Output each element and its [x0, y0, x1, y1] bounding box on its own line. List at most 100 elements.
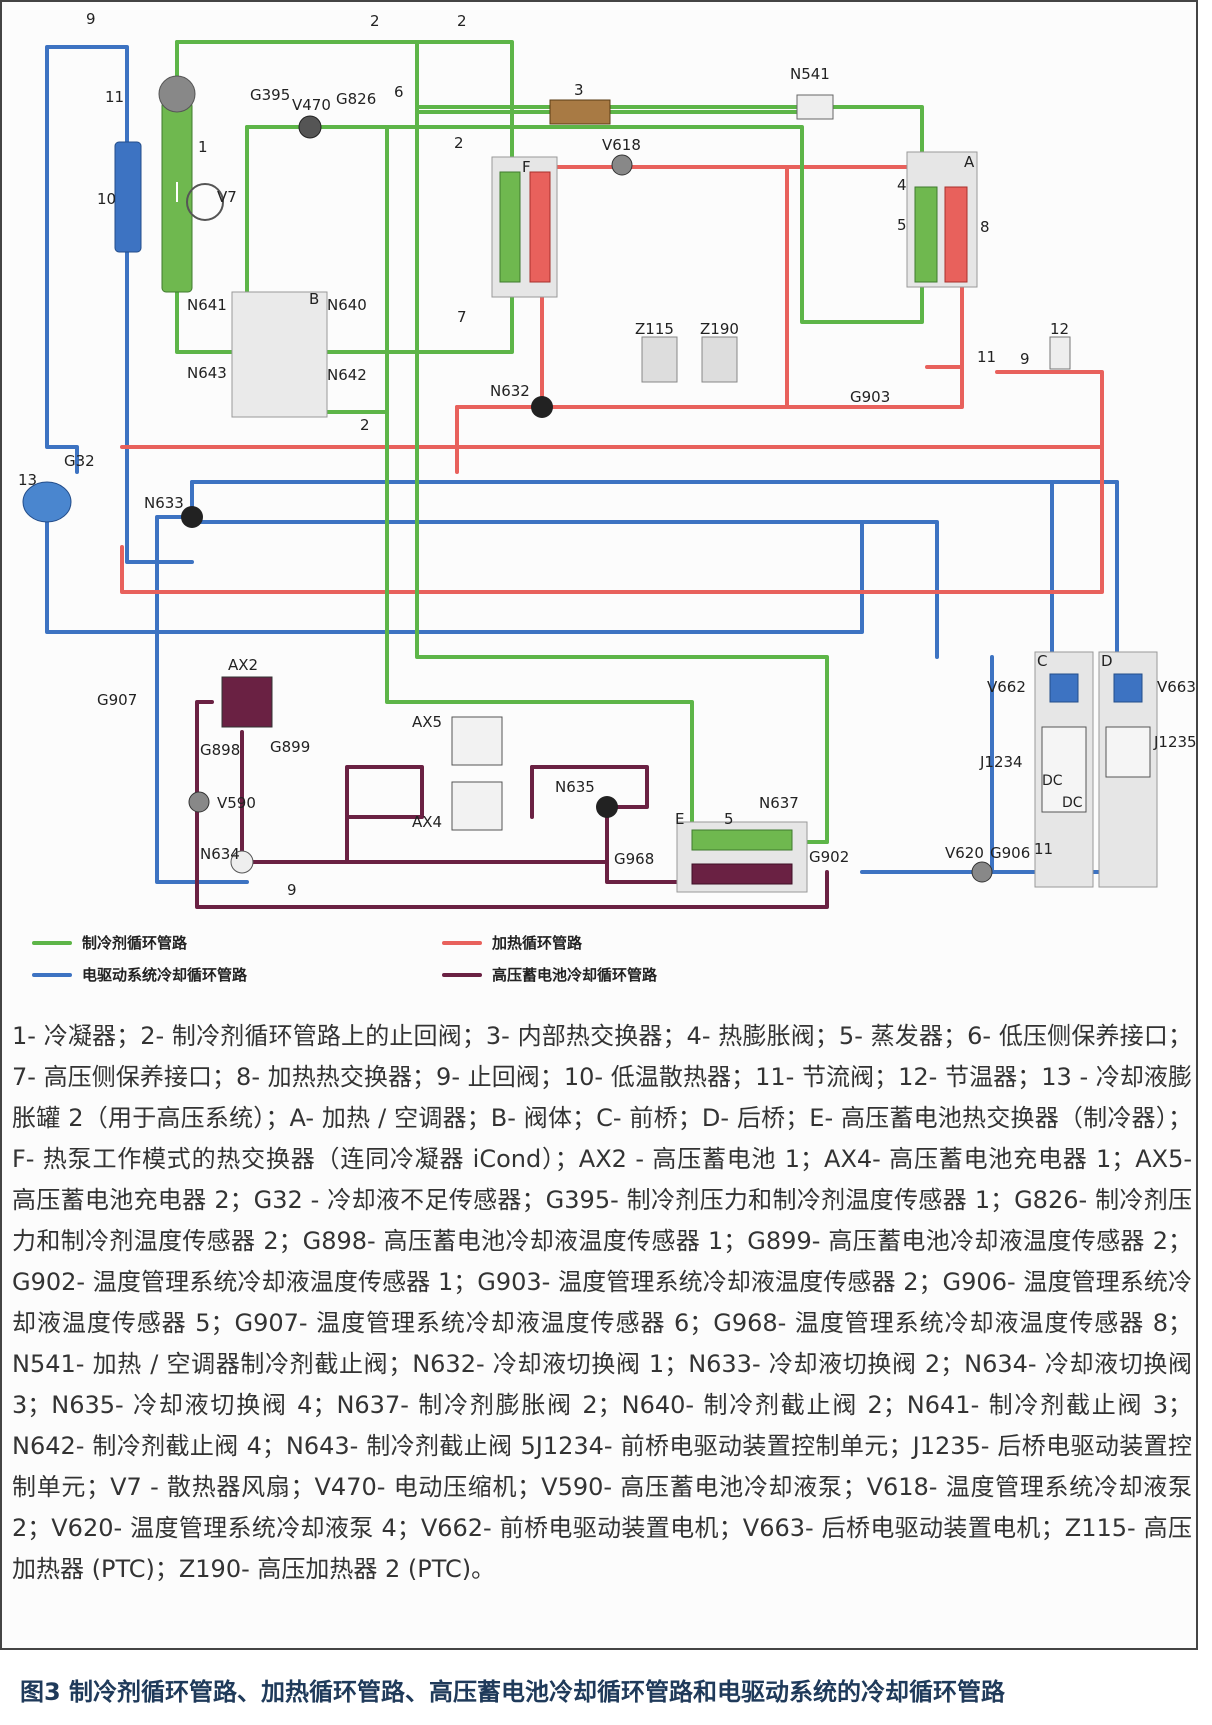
legend-heating: 加热循环管路 — [442, 932, 582, 953]
ptc-heater-z190 — [701, 336, 738, 383]
label-8: 8 — [980, 218, 990, 236]
label-g902: G902 — [809, 848, 849, 866]
label-g903: G903 — [850, 388, 890, 406]
label-ax2: AX2 — [228, 656, 258, 674]
legend-label-heating: 加热循环管路 — [492, 934, 583, 952]
label-11b: 11 — [977, 348, 996, 366]
label-g395: G395 — [250, 86, 290, 104]
label-2a: 2 — [370, 12, 380, 30]
label-g898: G898 — [200, 741, 240, 759]
label-1: 1 — [198, 138, 208, 156]
label-ax5: AX5 — [412, 713, 442, 731]
label-ax4: AX4 — [412, 813, 442, 831]
heater-ac-a — [906, 151, 978, 288]
label-j1234: J1234 — [979, 753, 1023, 771]
label-g32: G32 — [64, 452, 95, 470]
label-11a: 11 — [105, 88, 124, 106]
battery-heat-exchanger-e — [676, 821, 808, 893]
legend-swatch-drive-cooling — [32, 972, 72, 977]
label-z190: Z190 — [700, 320, 739, 338]
label-n642: N642 — [327, 366, 367, 384]
label-b: B — [309, 290, 319, 308]
expansion-tank-13 — [22, 481, 72, 523]
label-13: 13 — [18, 471, 37, 489]
label-5b: 5 — [724, 810, 734, 828]
label-v662: V662 — [987, 678, 1026, 696]
label-c: C — [1037, 652, 1047, 670]
ptc-heater-z115 — [641, 336, 678, 383]
label-v470: V470 — [292, 96, 331, 114]
label-11c: 11 — [1034, 840, 1053, 858]
legend: 制冷剂循环管路 加热循环管路 电驱动系统冷却循环管路 高压蓄电池冷却循环管路 — [22, 922, 1192, 992]
label-n637: N637 — [759, 794, 799, 812]
valve-n541 — [796, 94, 834, 120]
legend-label-drive-cooling: 电驱动系统冷却循环管路 — [82, 966, 248, 984]
label-v590: V590 — [217, 794, 256, 812]
compressor-v470 — [298, 115, 322, 139]
label-n541: N541 — [790, 65, 830, 83]
charger-ax4 — [451, 781, 503, 831]
legend-refrigerant: 制冷剂循环管路 — [32, 932, 187, 953]
component-caption: 1- 冷凝器；2- 制冷剂循环管路上的止回阀；3- 内部热交换器；4- 热膨胀阀… — [12, 1022, 1192, 1583]
label-v7: V7 — [217, 188, 237, 206]
label-v618: V618 — [602, 136, 641, 154]
legend-swatch-heating — [442, 940, 482, 945]
label-g968: G968 — [614, 850, 654, 868]
label-9b: 9 — [1020, 350, 1030, 368]
label-5a: 5 — [897, 216, 907, 234]
legend-battery-cooling: 高压蓄电池冷却循环管路 — [442, 964, 657, 985]
legend-swatch-refrigerant — [32, 940, 72, 945]
label-3: 3 — [574, 81, 584, 99]
label-v663: V663 — [1157, 678, 1196, 696]
label-v620: V620 — [945, 844, 984, 862]
label-f: F — [522, 158, 531, 176]
low-temp-radiator-10 — [114, 141, 142, 253]
label-9c: 9 — [287, 881, 297, 899]
thermal-circuit-diagram: 9 2 2 11 1 10 V7 G395 V470 G826 6 3 N541… — [18, 10, 1197, 909]
label-j1235: J1235 — [1153, 733, 1197, 751]
label-12: 12 — [1050, 320, 1069, 338]
label-2c: 2 — [454, 134, 464, 152]
label-n632: N632 — [490, 382, 530, 400]
pump-v590 — [188, 791, 210, 813]
label-n635: N635 — [555, 778, 595, 796]
pump-v618 — [611, 154, 633, 176]
label-6: 6 — [394, 83, 404, 101]
figure-frame: 9 2 2 11 1 10 V7 G395 V470 G826 6 3 N541… — [0, 0, 1198, 1650]
valve-n634 — [230, 850, 254, 874]
legend-drive-cooling: 电驱动系统冷却循环管路 — [32, 964, 247, 985]
diagram-labels: 9 2 2 11 1 10 V7 G395 V470 G826 6 3 N541… — [18, 10, 1197, 899]
valve-n635 — [596, 796, 618, 818]
label-2d: 2 — [360, 416, 370, 434]
heat-exchanger-f — [491, 156, 558, 298]
motor-v663 — [1113, 673, 1143, 703]
label-n634: N634 — [200, 845, 240, 863]
valve-n632 — [531, 396, 553, 418]
control-unit-j1235 — [1105, 726, 1151, 778]
label-g907: G907 — [97, 691, 137, 709]
legend-label-refrigerant: 制冷剂循环管路 — [82, 934, 188, 952]
label-4: 4 — [897, 176, 907, 194]
valve-n633 — [181, 506, 203, 528]
condenser-1 — [158, 75, 196, 293]
label-10: 10 — [97, 190, 116, 208]
label-dc1: DC — [1042, 773, 1063, 789]
pump-v620 — [971, 861, 993, 883]
internal-heat-exchanger-3 — [549, 99, 611, 125]
label-2b: 2 — [457, 12, 467, 30]
valve-block-b — [231, 291, 328, 418]
battery-ax2 — [221, 676, 273, 728]
label-z115: Z115 — [635, 320, 674, 338]
label-g899: G899 — [270, 738, 310, 756]
label-a: A — [964, 153, 975, 171]
label-d: D — [1101, 652, 1113, 670]
label-n643: N643 — [187, 364, 227, 382]
legend-label-battery-cooling: 高压蓄电池冷却循环管路 — [492, 966, 658, 984]
label-n633: N633 — [144, 494, 184, 512]
label-g826: G826 — [336, 90, 376, 108]
figure-title: 图3 制冷剂循环管路、加热循环管路、高压蓄电池冷却循环管路和电驱动系统的冷却循环… — [20, 1678, 1006, 1706]
label-n640: N640 — [327, 296, 367, 314]
charger-ax5 — [451, 716, 503, 766]
label-e: E — [675, 810, 684, 828]
motor-v662 — [1049, 673, 1079, 703]
